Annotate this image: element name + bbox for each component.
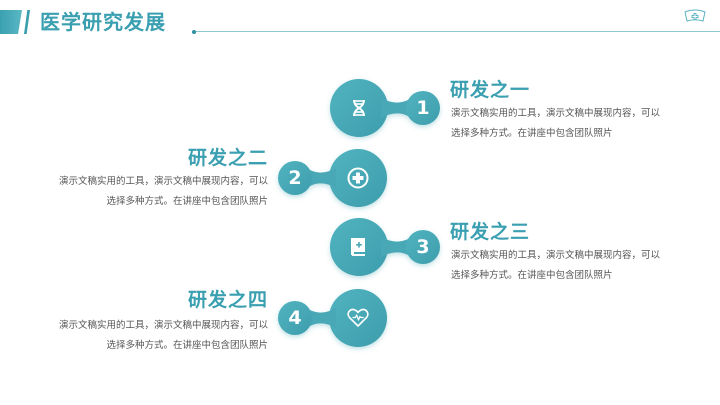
item-desc-4: 演示文稿实用的工具，演示文稿中展现内容，可以 选择多种方式。在讲座中包含团队照片 bbox=[28, 316, 268, 356]
medical-cross-icon bbox=[347, 167, 369, 189]
step-node-4: 4 bbox=[272, 286, 392, 350]
medical-book-icon bbox=[350, 237, 368, 257]
item-desc-2: 演示文稿实用的工具，演示文稿中展现内容，可以 选择多种方式。在讲座中包含团队照片 bbox=[28, 172, 268, 212]
nurse-cap-icon bbox=[683, 8, 707, 22]
header-accent-bar bbox=[0, 10, 22, 34]
step-number-1: 1 bbox=[416, 97, 430, 119]
item-desc-1-line1: 演示文稿实用的工具，演示文稿中展现内容，可以 bbox=[451, 108, 661, 119]
step-number-2: 2 bbox=[288, 167, 302, 189]
item-desc-4-line1: 演示文稿实用的工具，演示文稿中展现内容，可以 bbox=[58, 320, 268, 331]
step-number-4: 4 bbox=[288, 307, 302, 329]
item-title-2: 研发之二 bbox=[187, 147, 268, 169]
step-number-3: 3 bbox=[416, 236, 430, 258]
item-desc-1: 演示文稿实用的工具，演示文稿中展现内容，可以 选择多种方式。在讲座中包含团队照片 bbox=[451, 104, 691, 144]
dna-icon bbox=[349, 98, 369, 118]
item-title-1: 研发之一 bbox=[450, 79, 531, 101]
item-desc-3: 演示文稿实用的工具，演示文稿中展现内容，可以 选择多种方式。在讲座中包含团队照片 bbox=[451, 246, 691, 286]
item-title-3: 研发之三 bbox=[450, 221, 531, 243]
item-desc-3-line2: 选择多种方式。在讲座中包含团队照片 bbox=[451, 270, 613, 281]
heart-pulse-icon bbox=[347, 308, 369, 328]
step-node-2: 2 bbox=[272, 146, 392, 210]
item-desc-4-line2: 选择多种方式。在讲座中包含团队照片 bbox=[106, 340, 268, 351]
step-node-1: 1 bbox=[326, 76, 446, 140]
item-desc-3-line1: 演示文稿实用的工具，演示文稿中展现内容，可以 bbox=[451, 250, 661, 261]
header-accent-slash bbox=[24, 10, 30, 34]
item-desc-2-line1: 演示文稿实用的工具，演示文稿中展现内容，可以 bbox=[58, 176, 268, 187]
header-line-dot bbox=[192, 30, 196, 34]
step-node-3: 3 bbox=[326, 215, 446, 279]
item-desc-2-line2: 选择多种方式。在讲座中包含团队照片 bbox=[106, 196, 268, 207]
item-desc-1-line2: 选择多种方式。在讲座中包含团队照片 bbox=[451, 128, 613, 139]
header-divider bbox=[196, 31, 720, 32]
item-title-4: 研发之四 bbox=[187, 289, 268, 311]
page-title: 医学研究发展 bbox=[40, 10, 166, 34]
